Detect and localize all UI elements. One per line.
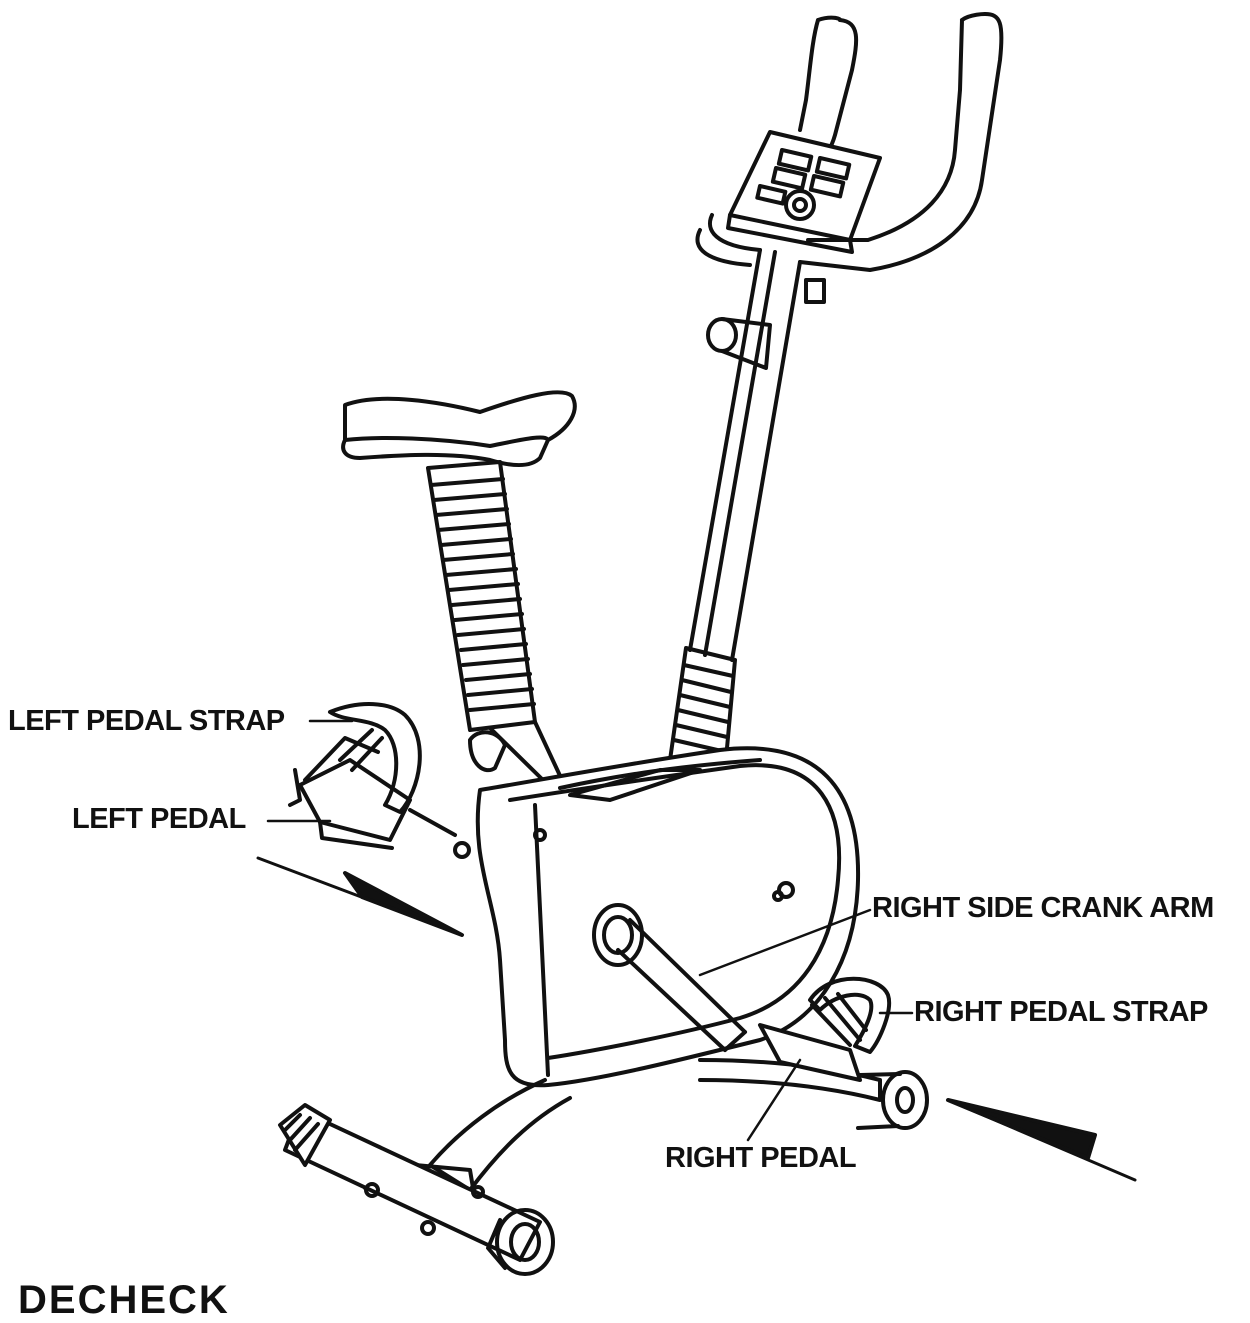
- seat: [341, 390, 577, 467]
- label-left-pedal: LEFT PEDAL: [72, 803, 246, 835]
- left-pedal-assembly: [288, 702, 457, 850]
- flywheel-housing: [453, 746, 861, 1088]
- leader-right-crank-arm: [698, 908, 872, 977]
- leader-lines: [266, 719, 914, 1142]
- crank-arm: [592, 903, 747, 1052]
- arrow-right-head: [946, 1098, 1097, 1160]
- right-pedal-assembly: [758, 976, 892, 1082]
- brand-fragment: DECHECK: [18, 1278, 230, 1322]
- leader-right-pedal: [746, 1058, 802, 1142]
- label-right-pedal: RIGHT PEDAL: [665, 1142, 857, 1174]
- seat-post: [426, 460, 564, 784]
- label-right-pedal-strap: RIGHT PEDAL STRAP: [914, 996, 1208, 1028]
- upright-post: [668, 248, 826, 772]
- base-frame: [278, 1058, 929, 1276]
- arrow-left-head: [343, 871, 464, 937]
- label-left-pedal-strap: LEFT PEDAL STRAP: [8, 705, 285, 737]
- console: [726, 130, 882, 254]
- direction-arrows: [256, 856, 1137, 1182]
- label-right-side-crank-arm: RIGHT SIDE CRANK ARM: [872, 892, 1214, 924]
